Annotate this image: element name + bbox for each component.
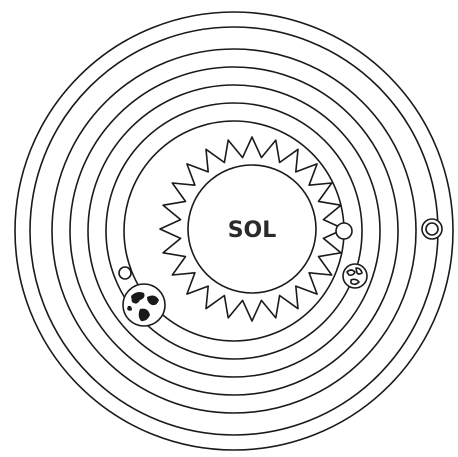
globe-icon (123, 284, 165, 326)
planet-outer-right (422, 219, 442, 239)
small-globe-icon (343, 264, 367, 288)
planet-small-right (336, 223, 352, 239)
sun-label: SOL (228, 218, 277, 243)
planet-small-left (119, 267, 131, 279)
